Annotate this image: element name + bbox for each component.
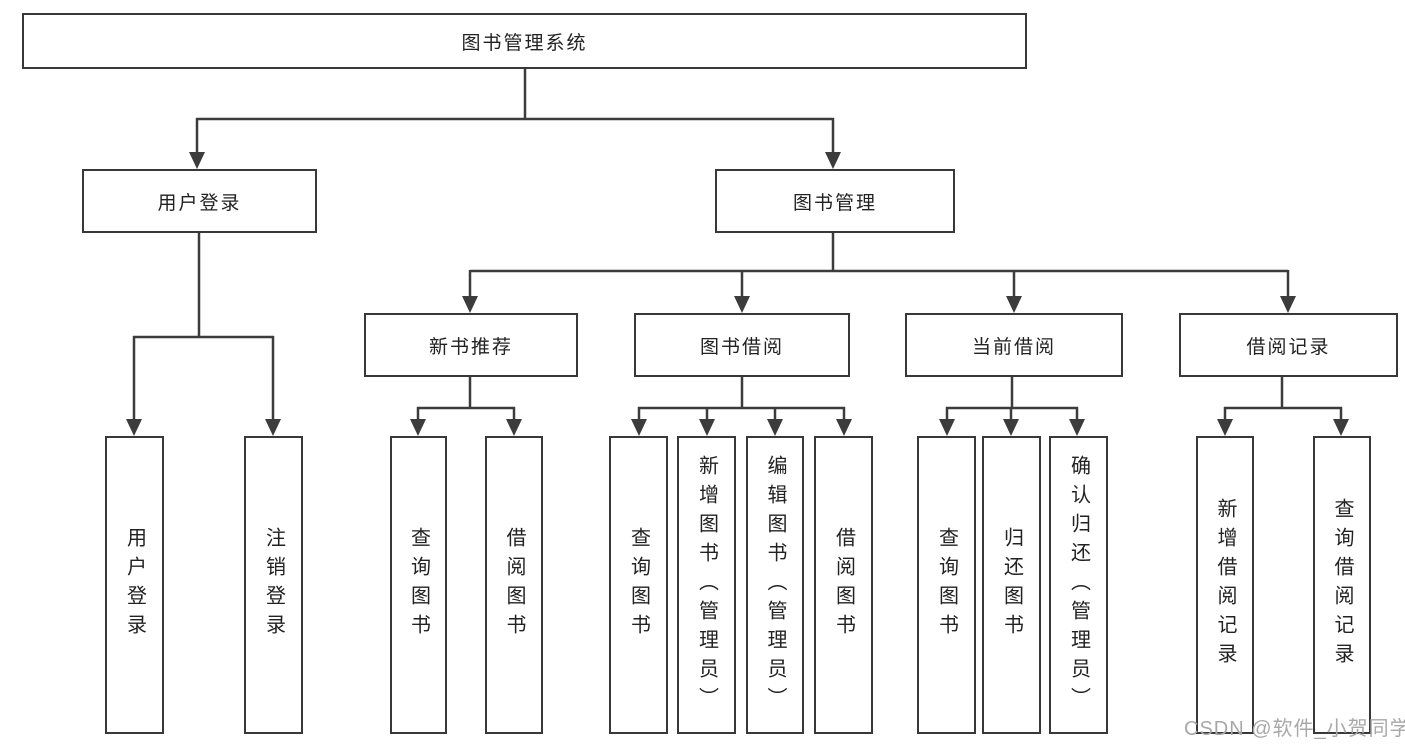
leaf-return-books: 归还图书 [982, 436, 1041, 734]
node-library-management-system: 图书管理系统 [22, 13, 1027, 69]
leaf-query-books-recommend: 查询图书 [390, 436, 447, 734]
leaf-borrow-books-recommend: 借阅图书 [485, 436, 543, 734]
node-label: 图书管理 [792, 192, 877, 214]
leaf-query-borrow-record: 查询借阅记录 [1313, 436, 1371, 734]
node-label: 图书管理系统 [461, 32, 588, 54]
node-label: 用户登录 [157, 192, 242, 214]
node-label: 当前借阅 [971, 336, 1056, 358]
node-label: 查询图书 [935, 527, 958, 643]
csdn-watermark: CSDN @软件_小贺同学 [1184, 718, 1405, 740]
leaf-user-login: 用户登录 [105, 436, 164, 734]
node-label: 查询借阅记录 [1331, 498, 1353, 672]
node-book-management: 图书管理 [715, 169, 955, 233]
node-new-book-recommendation: 新书推荐 [364, 313, 578, 377]
node-label: 新书推荐 [428, 336, 513, 358]
node-label: 新增图书（管理员） [695, 454, 718, 716]
leaf-confirm-return-admin: 确认归还（管理员） [1049, 436, 1108, 734]
leaf-borrow-books-borrowing: 借阅图书 [814, 436, 873, 734]
node-book-borrowing: 图书借阅 [634, 313, 850, 377]
node-label: 新增借阅记录 [1214, 498, 1236, 672]
node-label: 注销登录 [262, 527, 285, 643]
node-label: 借阅记录 [1246, 336, 1331, 358]
node-label: 归还图书 [1000, 527, 1023, 643]
node-label: 确认归还（管理员） [1067, 454, 1090, 716]
node-user-login: 用户登录 [82, 169, 317, 233]
node-current-borrowing: 当前借阅 [905, 313, 1123, 377]
node-label: 借阅图书 [832, 527, 855, 643]
leaf-query-books-current: 查询图书 [917, 436, 976, 734]
leaf-logout: 注销登录 [244, 436, 303, 734]
node-label: 查询图书 [407, 527, 430, 643]
leaf-edit-book-admin: 编辑图书（管理员） [746, 436, 804, 734]
leaf-add-book-admin: 新增图书（管理员） [677, 436, 736, 734]
node-label: 图书借阅 [699, 336, 784, 358]
leaf-query-books-borrowing: 查询图书 [609, 436, 668, 734]
node-label: 查询图书 [627, 527, 650, 643]
node-borrowing-records: 借阅记录 [1179, 313, 1398, 377]
node-label: 用户登录 [123, 527, 146, 643]
leaf-add-borrow-record: 新增借阅记录 [1196, 436, 1254, 734]
node-label: 借阅图书 [503, 527, 525, 643]
node-label: 编辑图书（管理员） [764, 454, 786, 716]
